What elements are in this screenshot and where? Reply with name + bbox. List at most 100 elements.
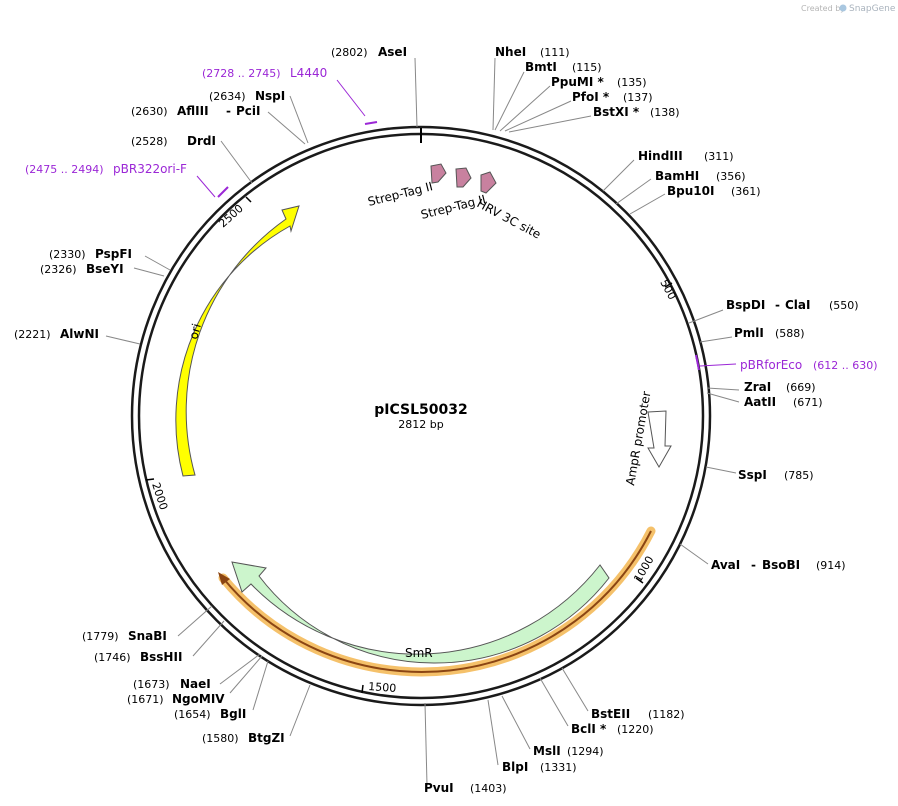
enzyme-sspi[interactable]: SspI (785) [738, 468, 814, 482]
enzyme-nhei[interactable]: NheI (111) [495, 45, 570, 59]
svg-text:(1779): (1779) [82, 630, 119, 643]
svg-text:(1182): (1182) [648, 708, 685, 721]
svg-text:PfoI *: PfoI * [572, 90, 610, 104]
enzyme-bamhi[interactable]: BamHI (356) [655, 169, 746, 183]
svg-text:ZraI: ZraI [744, 380, 771, 394]
svg-text:(785): (785) [784, 469, 814, 482]
enzyme-drdi[interactable]: (2528) DrdI [131, 134, 216, 148]
primer-pbr322ori-f[interactable]: (2475 .. 2494) pBR322ori-F [25, 162, 229, 198]
enzyme-alwni[interactable]: (2221) AlwNI [14, 327, 99, 341]
svg-text:(1294): (1294) [567, 745, 604, 758]
snapgene-logo-icon [839, 4, 847, 12]
svg-text:PvuI: PvuI [424, 781, 454, 795]
svg-text:NgoMIV: NgoMIV [172, 692, 225, 706]
enzyme-ppumi[interactable]: PpuMI * (135) [551, 75, 647, 89]
enzyme-nspi[interactable]: (2634) NspI [209, 89, 285, 103]
svg-text:(1673): (1673) [133, 678, 170, 691]
svg-text:(612 .. 630): (612 .. 630) [813, 359, 878, 372]
enzyme-zrai[interactable]: ZraI (669) [744, 380, 816, 394]
enzyme-bsteii[interactable]: BstEII (1182) [591, 707, 685, 721]
svg-text:(588): (588) [775, 327, 805, 340]
enzyme-aatii[interactable]: AatII (671) [744, 395, 823, 409]
svg-text:(1403): (1403) [470, 782, 507, 795]
svg-text:2000: 2000 [149, 481, 170, 512]
enzyme-bseyi[interactable]: (2326) BseYI [40, 262, 124, 276]
orf-highlight [218, 526, 656, 677]
svg-text:AlwNI: AlwNI [60, 327, 99, 341]
feature-hrv-3c-site[interactable]: HRV 3C site [475, 171, 544, 242]
svg-text:BsoBI: BsoBI [762, 558, 800, 572]
svg-text:BmtI: BmtI [525, 60, 557, 74]
svg-text:(2475 .. 2494): (2475 .. 2494) [25, 163, 104, 176]
enzyme-pmli[interactable]: PmlI (588) [734, 326, 805, 340]
svg-text:(1654): (1654) [174, 708, 211, 721]
svg-text:BglI: BglI [220, 707, 246, 721]
svg-text:BseYI: BseYI [86, 262, 124, 276]
svg-text:AmpR promoter: AmpR promoter [623, 390, 653, 486]
enzyme-afliii-pcii[interactable]: (2630) AflIII - PciI [131, 104, 261, 118]
svg-text:(138): (138) [650, 106, 680, 119]
enzyme-naei[interactable]: (1673) NaeI [133, 677, 211, 691]
svg-text:(2326): (2326) [40, 263, 77, 276]
enzyme-msli[interactable]: MslI (1294) [533, 744, 604, 758]
enzyme-ngomiv[interactable]: (1671) NgoMIV [127, 692, 225, 706]
enzyme-pspfi[interactable]: (2330) PspFI [49, 247, 132, 261]
enzyme-bsshii[interactable]: (1746) BssHII [94, 650, 182, 664]
svg-text:(2330): (2330) [49, 248, 86, 261]
tick-2500: 2500 [216, 196, 252, 230]
enzyme-bgli[interactable]: (1654) BglI [174, 707, 246, 721]
svg-text:(1580): (1580) [202, 732, 239, 745]
enzyme-pfoi[interactable]: PfoI * (137) [572, 90, 653, 104]
enzyme-connectors [105, 57, 740, 786]
svg-text:(669): (669) [786, 381, 816, 394]
svg-text:BssHII: BssHII [140, 650, 182, 664]
svg-text:(914): (914) [816, 559, 846, 572]
enzyme-bmti[interactable]: BmtI (115) [525, 60, 602, 74]
svg-text:(2221): (2221) [14, 328, 51, 341]
enzyme-bcli[interactable]: BclI * (1220) [571, 722, 654, 736]
svg-text:(356): (356) [716, 170, 746, 183]
enzyme-btgzi[interactable]: (1580) BtgZI [202, 731, 285, 745]
enzyme-bstxi[interactable]: BstXI * (138) [593, 105, 680, 119]
feature-strep-tag-2[interactable]: Strep-Tag II [419, 167, 487, 222]
svg-text:(2528): (2528) [131, 135, 168, 148]
svg-text:SspI: SspI [738, 468, 767, 482]
svg-text:NspI: NspI [255, 89, 285, 103]
enzyme-blpi[interactable]: BlpI (1331) [502, 760, 577, 774]
svg-text:(1331): (1331) [540, 761, 577, 774]
primer-pbrforeco[interactable]: pBRforEco (612 .. 630) [695, 354, 878, 372]
enzyme-asei[interactable]: (2802) AseI [331, 45, 407, 59]
svg-text:PspFI: PspFI [95, 247, 132, 261]
svg-text:PmlI: PmlI [734, 326, 764, 340]
enzyme-bpu10i[interactable]: Bpu10I (361) [667, 184, 761, 198]
plasmid-name: pICSL50032 [374, 402, 467, 418]
svg-text:pBRforEco: pBRforEco [740, 358, 802, 372]
enzyme-snabi[interactable]: (1779) SnaBI [82, 629, 167, 643]
svg-text:(1671): (1671) [127, 693, 164, 706]
svg-text:ClaI: ClaI [785, 298, 810, 312]
svg-text:NheI: NheI [495, 45, 526, 59]
svg-text:L4440: L4440 [290, 66, 327, 80]
svg-text:(311): (311) [704, 150, 734, 163]
feature-strep-tag-1[interactable]: Strep-Tag II [366, 163, 447, 209]
svg-text:BspDI: BspDI [726, 298, 765, 312]
svg-text:ori: ori [186, 322, 204, 341]
feature-ori[interactable]: ori [175, 205, 300, 477]
svg-text:BstEII: BstEII [591, 707, 630, 721]
svg-text:AseI: AseI [378, 45, 407, 59]
feature-smr[interactable]: SmR [231, 561, 610, 664]
svg-text:Bpu10I: Bpu10I [667, 184, 714, 198]
enzyme-avai-bsobi[interactable]: AvaI - BsoBI (914) [711, 558, 846, 572]
enzyme-bspdi-clai[interactable]: BspDI - ClaI (550) [726, 298, 859, 312]
svg-text:(115): (115) [572, 61, 602, 74]
svg-text:BtgZI: BtgZI [248, 731, 285, 745]
svg-text:AvaI: AvaI [711, 558, 740, 572]
enzyme-hindiii[interactable]: HindIII (311) [638, 149, 734, 163]
enzyme-pvui[interactable]: PvuI (1403) [424, 781, 507, 795]
svg-text:(361): (361) [731, 185, 761, 198]
primer-l4440[interactable]: (2728 .. 2745) L4440 [202, 66, 378, 125]
svg-text:BlpI: BlpI [502, 760, 528, 774]
svg-text:PciI: PciI [236, 104, 261, 118]
feature-ampr-promoter[interactable]: AmpR promoter [623, 390, 672, 487]
